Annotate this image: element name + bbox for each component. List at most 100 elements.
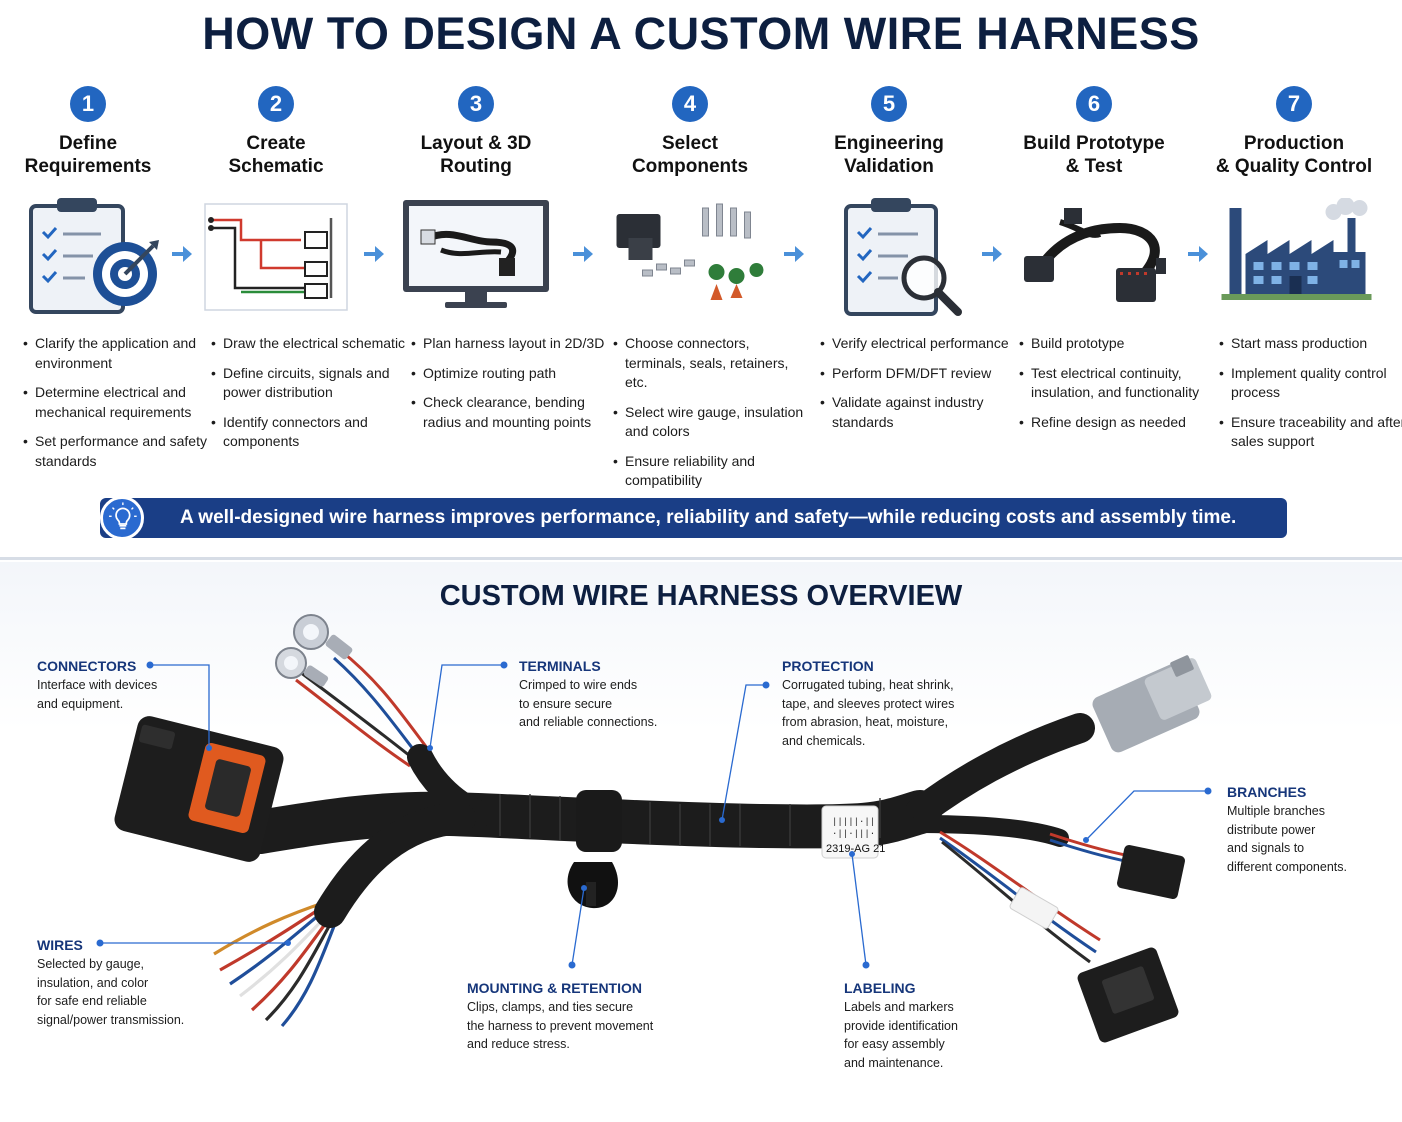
bullet: Select wire gauge, insulation and colors xyxy=(613,403,813,442)
bullet: Perform DFM/DFT review xyxy=(820,364,1020,384)
arrow-right-icon xyxy=(982,246,1002,262)
schematic-icon xyxy=(204,203,348,311)
design-steps-panel: HOW TO DESIGN A CUSTOM WIRE HARNESS 1 De… xyxy=(0,0,1402,560)
step-bullets: Start mass production Implement quality … xyxy=(1219,334,1402,462)
main-connector-icon xyxy=(114,716,284,862)
label-sleeve: |||||·|| ·||·|||· 2319-AG 21 xyxy=(821,805,885,859)
bullet: Plan harness layout in 2D/3D xyxy=(411,334,611,354)
factory-icon xyxy=(1221,198,1372,300)
bullet: Refine design as needed xyxy=(1019,413,1219,433)
step-number-badge: 2 xyxy=(258,86,294,122)
step-bullets: Build prototype Test electrical continui… xyxy=(1019,334,1219,442)
small-connector-icon xyxy=(1117,844,1185,900)
bullet: Draw the electrical schematic xyxy=(211,334,411,354)
step-build-prototype: 6 Build Prototype& Test Build prototype … xyxy=(999,86,1199,432)
wire-harness-illustration: |||||·|| ·||·|||· 2319-AG 21 xyxy=(96,614,1212,1043)
step-number-badge: 1 xyxy=(70,86,106,122)
callout-leader-lines xyxy=(100,664,1208,966)
callout-title: PROTECTION xyxy=(782,658,874,674)
step-title: Production& Quality Control xyxy=(1215,133,1373,177)
bullet: Check clearance, bending radius and moun… xyxy=(411,393,611,432)
bullet: Choose connectors, terminals, seals, ret… xyxy=(613,334,813,393)
svg-text:·||·|||·: ·||·|||· xyxy=(832,829,875,839)
callout-title: MOUNTING & RETENTION xyxy=(467,980,642,996)
bullet: Test electrical continuity, insulation, … xyxy=(1019,364,1219,403)
callout-wires: WIRES Selected by gauge,insulation, and … xyxy=(37,935,237,1029)
square-connector-icon xyxy=(1077,947,1179,1043)
lightbulb-icon xyxy=(100,496,144,540)
label-tag xyxy=(1009,887,1059,929)
bullet: Clarify the application and environment xyxy=(23,334,223,373)
banner-text: A well-designed wire harness improves pe… xyxy=(180,507,1237,528)
ring-terminal-icon xyxy=(275,614,353,687)
step-number-badge: 6 xyxy=(1076,86,1112,122)
bullet: Optimize routing path xyxy=(411,364,611,384)
step-bullets: Draw the electrical schematic Define cir… xyxy=(211,334,411,462)
callout-dots xyxy=(96,661,1212,969)
prototype-harness-icon xyxy=(1024,208,1166,302)
bullet: Set performance and safety standards xyxy=(23,432,223,471)
callout-desc: Corrugated tubing, heat shrink,tape, and… xyxy=(782,678,955,748)
arrow-right-icon xyxy=(364,246,384,262)
summary-banner: A well-designed wire harness improves pe… xyxy=(100,496,1287,540)
bullet: Verify electrical performance xyxy=(820,334,1020,354)
step-number-badge: 5 xyxy=(871,86,907,122)
step-number-badge: 4 xyxy=(672,86,708,122)
terminal-wires xyxy=(295,648,432,768)
clipboard-target-icon xyxy=(29,198,159,314)
page-title: HOW TO DESIGN A CUSTOM WIRE HARNESS xyxy=(202,8,1200,59)
step-production-quality: 7 Production& Quality Control Start mass… xyxy=(1199,86,1402,449)
callout-title: BRANCHES xyxy=(1227,784,1307,800)
label-text: 2319-AG 21 xyxy=(826,843,885,855)
components-icon xyxy=(616,203,764,300)
monitor-routing-icon xyxy=(403,200,549,308)
bullet: Implement quality control process xyxy=(1219,364,1402,403)
callout-protection: PROTECTION Corrugated tubing, heat shrin… xyxy=(782,656,1002,750)
arrow-right-icon xyxy=(1188,246,1208,262)
bullet: Build prototype xyxy=(1019,334,1219,354)
bullet: Ensure reliability and compatibility xyxy=(613,452,813,491)
callout-title: LABELING xyxy=(844,980,916,996)
bullet: Define circuits, signals and power distr… xyxy=(211,364,411,403)
clipboard-magnifier-icon xyxy=(844,198,962,316)
bullet: Determine electrical and mechanical requ… xyxy=(23,383,223,422)
step-bullets: Choose connectors, terminals, seals, ret… xyxy=(613,334,813,501)
step-number-badge: 3 xyxy=(458,86,494,122)
bullet: Start mass production xyxy=(1219,334,1402,354)
svg-text:|||||·||: |||||·|| xyxy=(832,817,875,827)
grey-connector-icon xyxy=(1092,655,1212,753)
overview-title: CUSTOM WIRE HARNESS OVERVIEW xyxy=(439,580,963,612)
callout-title: CONNECTORS xyxy=(37,658,137,674)
callout-title: WIRES xyxy=(37,937,83,953)
step-bullets: Plan harness layout in 2D/3D Optimize ro… xyxy=(411,334,611,442)
step-number-badge: 7 xyxy=(1276,86,1312,122)
arrow-right-icon xyxy=(172,246,192,262)
corrugated-tubing xyxy=(238,713,1095,928)
harness-overview-panel: CUSTOM WIRE HARNESS OVERVIEW xyxy=(0,562,1402,1122)
callout-title: TERMINALS xyxy=(519,658,601,674)
arrow-right-icon xyxy=(784,246,804,262)
callout-mounting-retention: MOUNTING & RETENTION Clips, clamps, and … xyxy=(467,978,687,1054)
step-bullets: Clarify the application and environment … xyxy=(23,334,223,481)
bullet: Validate against industry standards xyxy=(820,393,1020,432)
mounting-clip-icon xyxy=(567,790,622,909)
